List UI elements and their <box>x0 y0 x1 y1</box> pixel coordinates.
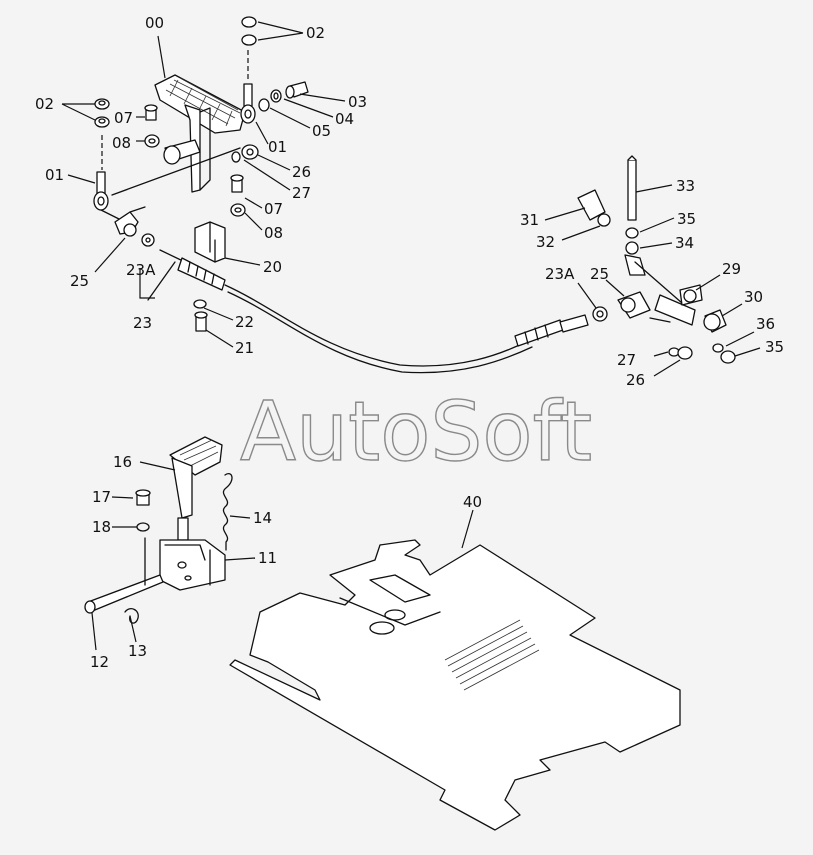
leader-lines <box>61 21 761 651</box>
floor-plate <box>229 539 681 831</box>
label-40: 40 <box>463 493 482 511</box>
label-36: 36 <box>756 315 775 333</box>
label-30: 30 <box>744 288 763 306</box>
label-07-upper: 07 <box>114 109 133 127</box>
label-29: 29 <box>722 260 741 278</box>
nuts-02-left <box>94 98 110 128</box>
label-32: 32 <box>536 233 555 251</box>
label-02-left: 02 <box>35 95 54 113</box>
label-25-left: 25 <box>70 272 89 290</box>
label-04: 04 <box>335 110 354 128</box>
label-00: 00 <box>145 14 164 32</box>
label-22: 22 <box>235 313 254 331</box>
callout-labels: 00 02 02 03 04 05 01 01 07 08 26 27 07 0… <box>35 14 784 671</box>
label-01-right: 01 <box>268 138 287 156</box>
label-23A-left: 23A <box>126 261 156 279</box>
bolts-07-08 <box>144 104 246 217</box>
label-26-upper: 26 <box>292 163 311 181</box>
cable-end-left <box>147 249 226 332</box>
label-35-lower: 35 <box>765 338 784 356</box>
label-23: 23 <box>133 314 152 332</box>
link-rod <box>111 147 241 196</box>
label-33: 33 <box>676 177 695 195</box>
rod-end-right <box>240 16 257 124</box>
label-31: 31 <box>520 211 539 229</box>
label-11: 11 <box>258 549 277 567</box>
control-cable <box>224 284 531 367</box>
label-35-upper: 35 <box>677 210 696 228</box>
label-12: 12 <box>90 653 109 671</box>
label-27-right: 27 <box>617 351 636 369</box>
label-25-right: 25 <box>590 265 609 283</box>
label-26-right: 26 <box>626 371 645 389</box>
label-20: 20 <box>263 258 282 276</box>
label-03: 03 <box>348 93 367 111</box>
lower-pedal <box>84 436 233 624</box>
label-14: 14 <box>253 509 272 527</box>
joint-25-left <box>114 206 155 247</box>
bolt-03 <box>258 81 309 112</box>
label-02-top: 02 <box>306 24 325 42</box>
label-08-upper: 08 <box>112 134 131 152</box>
label-17: 17 <box>92 488 111 506</box>
label-27-upper: 27 <box>292 184 311 202</box>
label-23A-right: 23A <box>545 265 575 283</box>
label-18: 18 <box>92 518 111 536</box>
label-21: 21 <box>235 339 254 357</box>
bracket-20 <box>194 221 226 263</box>
watermark: AutoSoft <box>240 385 592 480</box>
rod-end-left <box>93 135 126 223</box>
label-08-lower: 08 <box>264 224 283 242</box>
nut-26-upper <box>231 144 259 163</box>
lever-assembly-right <box>577 155 736 364</box>
label-05: 05 <box>312 122 331 140</box>
label-13: 13 <box>128 642 147 660</box>
cable-end-right <box>514 306 608 347</box>
label-34: 34 <box>675 234 694 252</box>
label-16: 16 <box>113 453 132 471</box>
label-07-lower: 07 <box>264 200 283 218</box>
pedal-assembly <box>154 74 246 193</box>
label-01-left: 01 <box>45 166 64 184</box>
